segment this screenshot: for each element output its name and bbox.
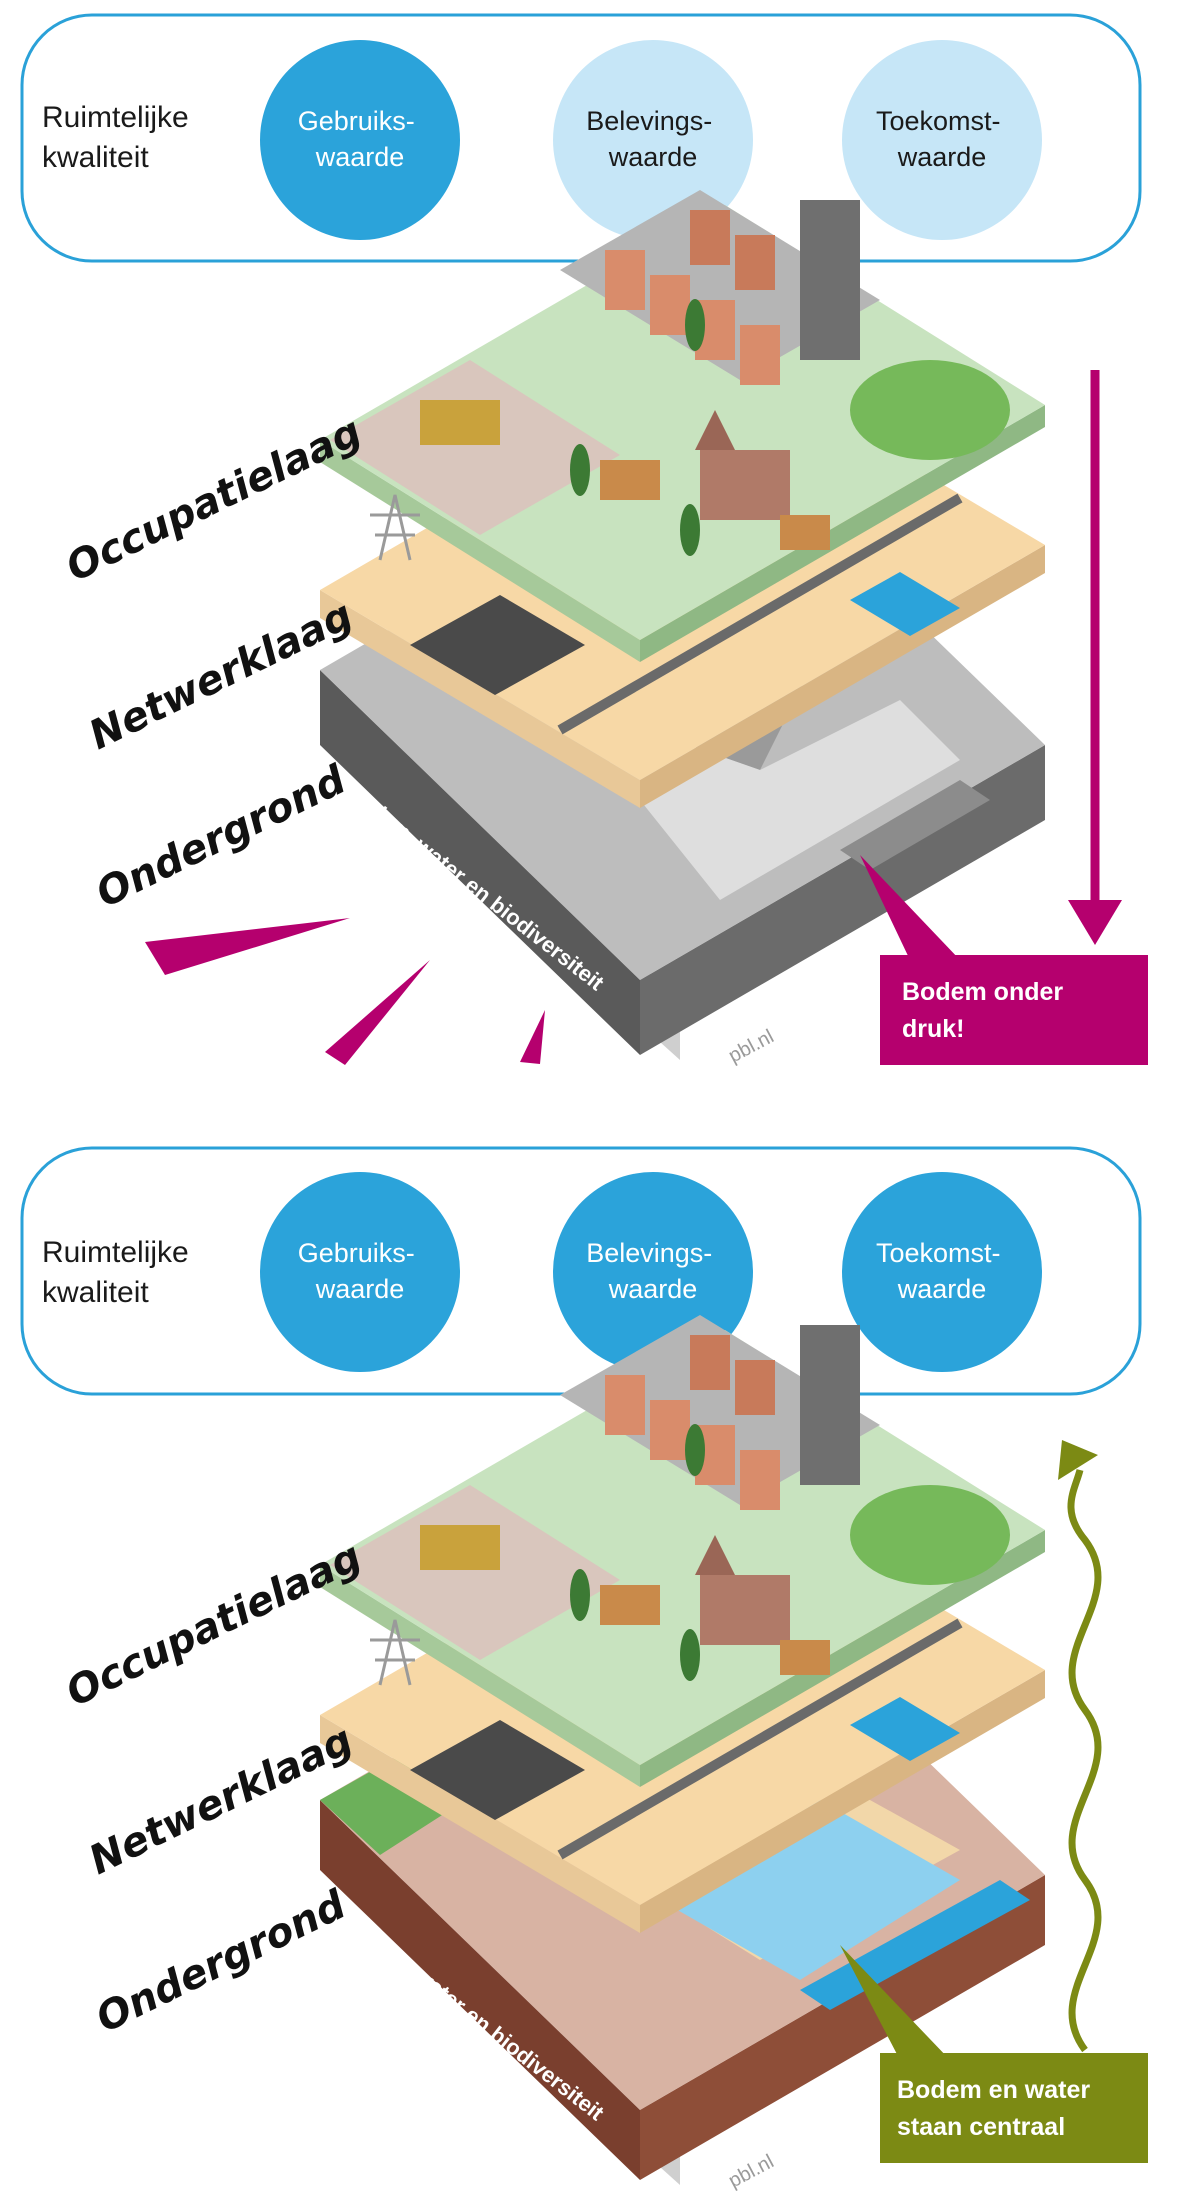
wavy-arrow-shaft bbox=[1067, 1469, 1102, 2053]
layer-name-occupation: Occupatielaag bbox=[59, 409, 368, 591]
callout-box bbox=[880, 2053, 1148, 2163]
tree bbox=[570, 444, 590, 496]
value-circle-future-text: Toekomst- waarde bbox=[876, 1238, 1008, 1304]
down-arrow-icon bbox=[1068, 900, 1122, 945]
orchard bbox=[850, 360, 1010, 460]
railway bbox=[557, 1618, 963, 1860]
panel-soil-and-water-central: Ruimtelijke kwaliteit Gebruiks- waarde B… bbox=[20, 1146, 1148, 2193]
cottage bbox=[780, 515, 830, 550]
harvester bbox=[420, 1525, 500, 1570]
groundwater bbox=[660, 1800, 960, 1980]
callout-text: Bodem en water staan centraal bbox=[897, 2076, 1097, 2141]
cottage bbox=[780, 1640, 830, 1675]
farmland bbox=[330, 360, 620, 535]
layer-name-subsurface: Ondergrond bbox=[89, 757, 353, 917]
pressure-wedge bbox=[145, 918, 350, 975]
value-circle-use-text: Gebruiks- waarde bbox=[298, 106, 423, 172]
tree bbox=[570, 1569, 590, 1621]
farmland bbox=[330, 1485, 620, 1660]
tree bbox=[685, 299, 705, 351]
callout-box bbox=[880, 955, 1148, 1065]
value-circle-future-text: Toekomst- waarde bbox=[876, 106, 1008, 172]
value-circle-future bbox=[842, 1172, 1042, 1372]
power-pylon-icon bbox=[370, 1619, 420, 1686]
orchard bbox=[850, 1485, 1010, 1585]
harvester bbox=[420, 400, 500, 445]
pressure-wedge bbox=[520, 1010, 545, 1064]
occupation-layer-slab bbox=[320, 190, 1045, 662]
railway bbox=[557, 493, 963, 735]
layer-name-occupation: Occupatielaag bbox=[59, 1534, 368, 1716]
panel-soil-under-pressure: Ruimtelijke kwaliteit Gebruiks- waarde B… bbox=[20, 13, 1148, 1068]
church bbox=[695, 1535, 790, 1645]
value-circle-experience-text: Belevings- waarde bbox=[586, 1238, 720, 1304]
houses-row bbox=[605, 210, 780, 385]
apartment-tower bbox=[800, 1325, 860, 1485]
occupation-layer-slab bbox=[320, 1315, 1045, 1787]
waterway bbox=[850, 1697, 960, 1761]
source-label: pbl.nl bbox=[725, 2151, 778, 2193]
tree bbox=[680, 1629, 700, 1681]
value-circle-use-text: Gebruiks- waarde bbox=[298, 1238, 423, 1304]
farm-house bbox=[600, 1585, 660, 1625]
layer-name-subsurface: Ondergrond bbox=[89, 1882, 353, 2042]
value-circle-use bbox=[260, 40, 460, 240]
layer-name-network: Netwerklaag bbox=[82, 1717, 360, 1884]
apartment-tower bbox=[800, 200, 860, 360]
houses-row bbox=[605, 1335, 780, 1510]
tree bbox=[680, 504, 700, 556]
value-circle-use bbox=[260, 1172, 460, 1372]
road bbox=[410, 595, 585, 695]
value-circle-experience bbox=[553, 40, 753, 240]
value-circle-experience-text: Belevings- waarde bbox=[586, 106, 720, 172]
tree bbox=[685, 1424, 705, 1476]
callout-pointer bbox=[840, 1945, 950, 2060]
power-pylon-icon bbox=[370, 494, 420, 561]
callout-text: Bodem onder druk! bbox=[902, 978, 1070, 1043]
source-label: pbl.nl bbox=[725, 1026, 778, 1068]
layer-name-network: Netwerklaag bbox=[82, 592, 360, 759]
farm-house bbox=[600, 460, 660, 500]
waterway bbox=[850, 572, 960, 636]
spatial-quality-label: Ruimtelijke kwaliteit bbox=[42, 101, 197, 174]
pressure-wedge bbox=[325, 960, 430, 1065]
church bbox=[695, 410, 790, 520]
wavy-up-arrow-icon bbox=[1058, 1440, 1098, 1480]
callout-pointer bbox=[860, 855, 960, 960]
road bbox=[410, 1720, 585, 1820]
value-circle-future bbox=[842, 40, 1042, 240]
spatial-quality-label: Ruimtelijke kwaliteit bbox=[42, 1236, 197, 1309]
